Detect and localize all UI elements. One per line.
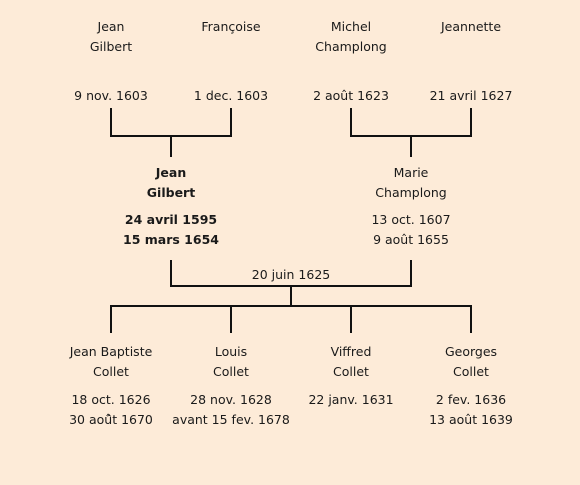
person-mother: Marie Champlong [375,165,447,200]
person-child-2-dates: 28 nov. 1628 avant 15 fev. 1678 [172,392,290,427]
connector-grandparents-champlong [350,108,472,157]
person-child-4: Georges Collet [444,344,498,379]
person-grandparent-1-dates: 9 nov. 1603 [74,88,148,103]
person-mother-dates: 13 oct. 1607 9 août 1655 [371,212,451,247]
connector-children [110,305,472,333]
person-grandparent-4: Jeannette [440,19,502,34]
person-child-2: Louis Collet [213,344,249,379]
person-grandparent-4-dates: 21 avril 1627 [429,88,513,103]
person-child-4-dates: 2 fev. 1636 13 août 1639 [429,392,513,427]
person-grandparent-3-dates: 2 août 1623 [313,88,389,103]
connector-marriage [170,260,412,306]
person-child-3-dates: 22 janv. 1631 [308,392,394,407]
connector-grandparents-gilbert [110,108,232,157]
person-grandparent-1: Jean Gilbert [89,19,133,54]
person-grandparent-2: Françoise [201,19,261,34]
marriage-date: 20 juin 1625 [251,267,331,282]
person-child-3: Viffred Collet [330,344,372,379]
person-grandparent-3: Michel Champlong [315,19,387,54]
person-child-1: Jean Baptiste Collet [69,344,153,379]
person-father-dates: 24 avril 1595 15 mars 1654 [123,212,219,247]
person-child-1-dates: 18 oct. 1626 30 aoû̂t 1670 [69,392,153,427]
person-father: Jean Gilbert [146,165,196,200]
person-grandparent-2-dates: 1 dec. 1603 [193,88,269,103]
